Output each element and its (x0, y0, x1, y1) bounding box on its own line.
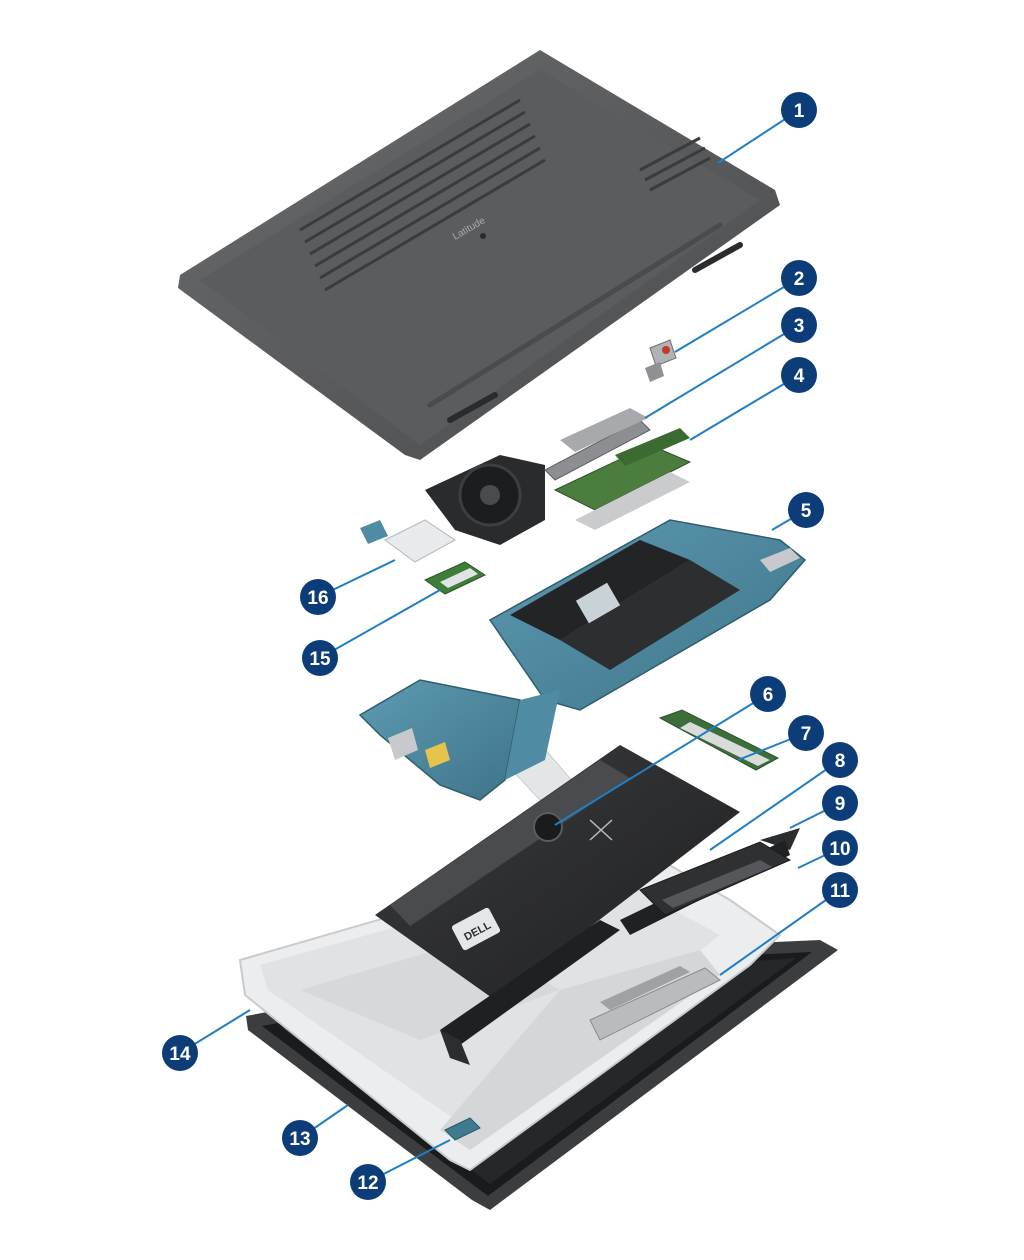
callout-6: 6 (750, 676, 786, 712)
callout-badge-1 (781, 92, 817, 128)
callout-number-4: 4 (794, 366, 805, 387)
callout-number-15: 15 (309, 649, 331, 670)
callout-badge-8 (822, 742, 858, 778)
led-board (444, 1117, 481, 1141)
touchpad-bracket (589, 966, 721, 1041)
callout-badge-11 (822, 872, 858, 908)
callout-16: 16 (300, 579, 336, 615)
callout-number-8: 8 (835, 751, 846, 772)
heatsink-fan (425, 408, 651, 545)
callout-number-11: 11 (830, 881, 851, 902)
callout-badge-13 (282, 1120, 318, 1156)
base-cover: Latitude (178, 50, 780, 460)
callout-5: 5 (788, 492, 824, 528)
battery: DELL (375, 745, 740, 1000)
callout-number-5: 5 (801, 501, 812, 522)
callout-number-7: 7 (801, 724, 812, 745)
callout-4: 4 (781, 357, 817, 393)
callout-badge-3 (781, 307, 817, 343)
callout-2: 2 (781, 260, 817, 296)
system-board (358, 519, 807, 801)
callout-11: 11 (822, 872, 858, 908)
leader-line-4 (689, 374, 800, 441)
callout-10: 10 (822, 830, 858, 866)
memory-modules (553, 428, 692, 530)
callout-number-6: 6 (763, 685, 774, 706)
callout-number-16: 16 (307, 588, 328, 609)
callout-13: 13 (282, 1120, 318, 1156)
callout-15: 15 (302, 640, 338, 676)
wlan-card (423, 561, 487, 595)
leader-line-15 (319, 589, 441, 659)
callout-1: 1 (781, 92, 817, 128)
callout-badge-9 (822, 785, 858, 821)
callout-badge-4 (781, 357, 817, 393)
callout-14: 14 (162, 1035, 198, 1071)
callout-badge-2 (781, 260, 817, 296)
callout-badge-16 (300, 579, 336, 615)
smart-card-reader (639, 841, 792, 916)
callout-3: 3 (781, 307, 817, 343)
callout-number-13: 13 (289, 1129, 310, 1150)
callout-badge-5 (788, 492, 824, 528)
leader-lines (179, 109, 841, 1183)
callout-number-9: 9 (835, 794, 846, 815)
callout-badge-6 (750, 676, 786, 712)
leader-line-2 (674, 277, 800, 353)
callout-number-1: 1 (794, 101, 805, 122)
leader-line-11 (719, 889, 841, 976)
wwan-card (360, 519, 456, 563)
leader-line-8 (709, 759, 841, 851)
callout-9: 9 (822, 785, 858, 821)
callout-number-12: 12 (357, 1173, 378, 1194)
callout-8: 8 (822, 742, 858, 778)
callout-number-14: 14 (169, 1044, 191, 1065)
dc-in-port (645, 339, 677, 382)
callout-badge-7 (788, 715, 824, 751)
callout-12: 12 (350, 1164, 386, 1200)
leader-line-6 (554, 693, 769, 826)
callout-badge-12 (350, 1164, 386, 1200)
callout-number-2: 2 (794, 269, 805, 290)
callout-number-10: 10 (829, 839, 850, 860)
callout-7: 7 (788, 715, 824, 751)
callout-number-3: 3 (794, 316, 805, 337)
leader-line-3 (644, 324, 800, 419)
m2-ssd (658, 709, 780, 771)
callout-badge-14 (162, 1035, 198, 1071)
callout-badge-10 (822, 830, 858, 866)
callout-badge-15 (302, 640, 338, 676)
